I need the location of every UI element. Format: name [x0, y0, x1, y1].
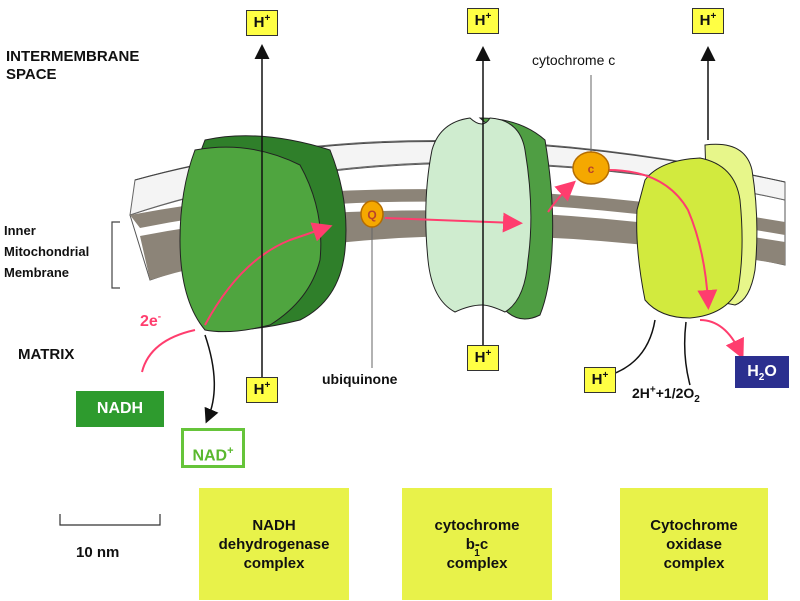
nad-plus-box: NAD+ — [181, 428, 245, 468]
matrix-label: MATRIX — [18, 346, 75, 363]
nadh-box: NADH — [76, 391, 164, 427]
proton-box-top-3: H+ — [692, 8, 724, 34]
ubiquinone-label: ubiquinone — [322, 371, 398, 387]
cytochrome-bc1-complex-shape — [425, 117, 554, 320]
electron-path — [141, 169, 744, 373]
water-reaction-label: 2H++1/2O2 — [632, 384, 700, 405]
svg-text:c: c — [588, 162, 595, 176]
cytochrome-c-carrier: c — [572, 75, 610, 185]
scale-bar — [59, 514, 161, 526]
proton-box-top-2: H+ — [467, 8, 499, 34]
complex-label-nadh-dehydrogenase: NADH dehydrogenase complex — [199, 488, 349, 600]
proton-box-matrix-1: H+ — [246, 377, 278, 403]
proton-arrows — [204, 44, 716, 424]
svg-text:Q: Q — [367, 208, 376, 222]
ubiquinone-carrier: Q — [360, 200, 384, 368]
complex-label-cytochrome-oxidase: Cytochrome oxidase complex — [620, 488, 768, 600]
two-electrons-label: 2e- — [140, 311, 162, 330]
cytochrome-c-label: cytochrome c — [532, 52, 616, 68]
nadh-dehydrogenase-complex-shape — [179, 135, 347, 333]
proton-box-matrix-2: H+ — [467, 345, 499, 371]
cytochrome-oxidase-complex-shape — [636, 143, 758, 319]
proton-box-matrix-3: H+ — [584, 367, 616, 393]
scale-label: 10 nm — [76, 544, 120, 561]
water-box: H2O — [735, 356, 789, 388]
membrane-bracket — [111, 221, 120, 289]
proton-box-top-1: H+ — [246, 10, 278, 36]
